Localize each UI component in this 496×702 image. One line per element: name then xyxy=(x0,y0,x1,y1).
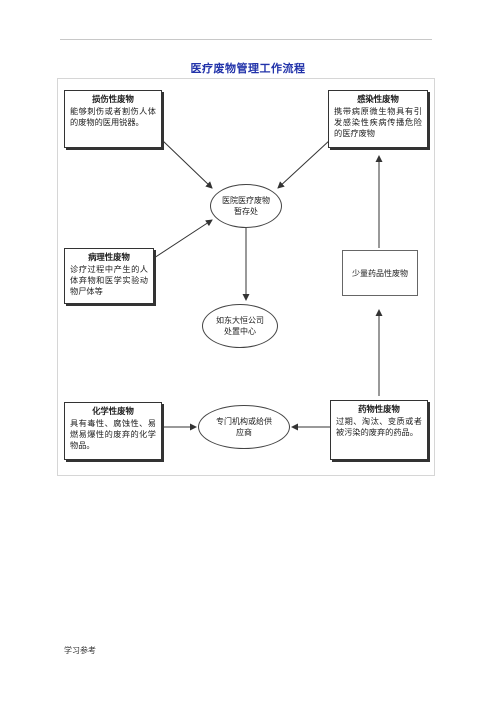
pathological-waste-box: 病理性废物 诊疗过程中产生的人体弃物和医学实验动物尸体等 xyxy=(64,248,154,304)
box-body: 携带病原微生物具有引发感染性疾病传播危险的医疗废物 xyxy=(334,106,422,138)
arrow-damage-to-storage xyxy=(161,139,213,189)
disposal-company-node: 如东大恒公司处置中心 xyxy=(202,304,278,348)
agency-supplier-node: 专门机构或给供应商 xyxy=(198,405,290,449)
header-rule xyxy=(60,39,432,40)
box-title: 药物性废物 xyxy=(358,404,400,414)
node-label: 医院医疗废物暂存处 xyxy=(222,196,270,216)
box-body: 具有毒性、腐蚀性、易燃易爆性的废弃的化学物品。 xyxy=(70,418,156,450)
small-pharma-waste-box: 少量药品性废物 xyxy=(342,250,418,296)
pharma-waste-box: 药物性废物 过期、淘汰、变质或者被污染的废弃的药品。 xyxy=(330,400,428,460)
arrow-infectious-to-storage xyxy=(277,139,331,189)
box-title: 病理性废物 xyxy=(88,252,130,262)
box-title: 化学性废物 xyxy=(92,406,134,416)
arrow-pathological-to-storage xyxy=(153,219,213,259)
node-label: 如东大恒公司处置中心 xyxy=(216,316,264,336)
infectious-waste-box: 感染性废物 携带病原微生物具有引发感染性疾病传播危险的医疗废物 xyxy=(328,90,428,148)
box-title: 感染性废物 xyxy=(357,94,399,104)
box-body: 诊疗过程中产生的人体弃物和医学实验动物尸体等 xyxy=(70,264,148,296)
box-body: 过期、淘汰、变质或者被污染的废弃的药品。 xyxy=(336,416,422,437)
damage-waste-box: 损伤性废物 能够刺伤或者割伤人体的废物的医用锐器。 xyxy=(64,90,162,148)
node-label: 专门机构或给供应商 xyxy=(216,417,272,437)
page-title: 医疗废物管理工作流程 xyxy=(190,62,306,75)
footer-text: 学习参考 xyxy=(64,646,96,655)
hospital-storage-node: 医院医疗废物暂存处 xyxy=(210,184,282,228)
box-title: 损伤性废物 xyxy=(92,94,134,104)
box-body: 能够刺伤或者割伤人体的废物的医用锐器。 xyxy=(70,106,156,127)
chemical-waste-box: 化学性废物 具有毒性、腐蚀性、易燃易爆性的废弃的化学物品。 xyxy=(64,402,162,460)
